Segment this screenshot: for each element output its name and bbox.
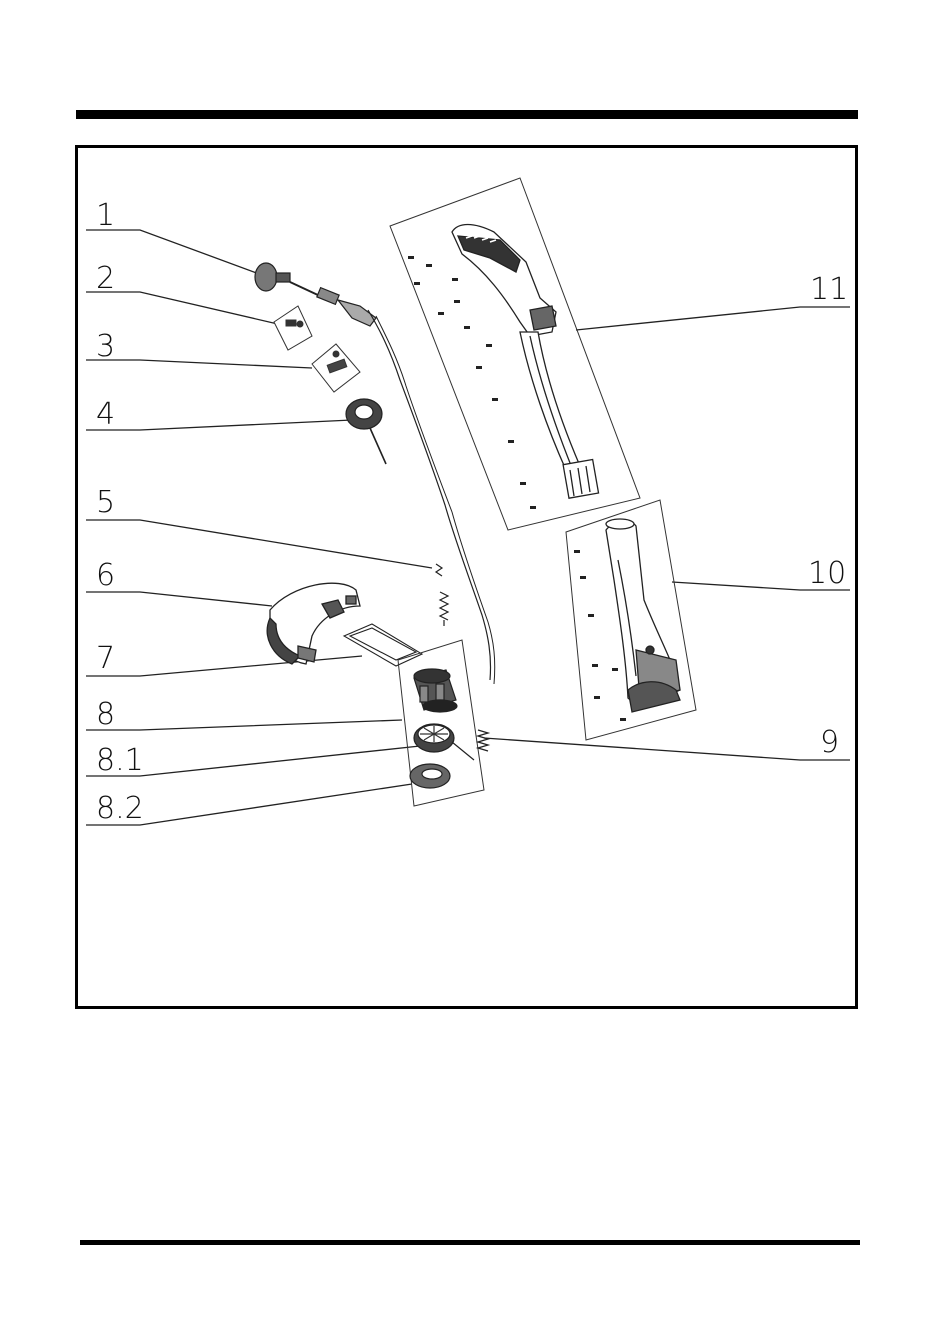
part-10-lower-housing: [606, 519, 680, 712]
callout-5-number: 5: [96, 485, 115, 520]
callout-11-number: 11: [810, 272, 848, 307]
leader-line-2: [86, 292, 282, 325]
callout-8-1-number: 8.1: [96, 743, 144, 778]
part-9-spring: [478, 730, 488, 751]
callout-8-number: 8: [96, 697, 115, 732]
part-2-bracket: [274, 306, 312, 350]
part-11-upper-handle: [452, 225, 599, 499]
leader-line-4: [86, 420, 352, 430]
part-4-spool-knob: [346, 399, 386, 464]
part-11-group-box: [390, 178, 640, 530]
part-8-2-spool-cover: [410, 764, 450, 788]
callout-7-number: 7: [96, 641, 115, 676]
leader-lines: [86, 230, 850, 825]
part-1-switch-plug: [255, 263, 376, 326]
leader-line-3: [86, 360, 312, 368]
callout-3-number: 3: [96, 329, 115, 364]
leader-line-9: [484, 738, 850, 760]
part-6-guard: [267, 583, 360, 664]
leader-line-5: [86, 520, 432, 568]
leader-line-7: [86, 656, 362, 676]
power-cable: [368, 310, 491, 680]
leader-line-8: [86, 720, 402, 730]
part-8-motor: [414, 669, 457, 712]
callout-9-number: 9: [820, 725, 839, 760]
callout-6-number: 6: [96, 558, 115, 593]
part-5-spring: [436, 564, 448, 626]
callout-4-number: 4: [96, 397, 115, 432]
leader-line-11: [576, 307, 850, 330]
callout-8-2-number: 8.2: [96, 791, 144, 826]
callout-10-number: 10: [808, 556, 846, 591]
part-7-line-cutter: [344, 624, 422, 666]
callout-1-number: 1: [96, 198, 115, 233]
leader-line-6: [86, 592, 272, 606]
part-8-1-fan: [414, 724, 474, 760]
part-3-cable-clamp: [312, 344, 360, 392]
callout-2-number: 2: [96, 261, 115, 296]
power-cable-b: [376, 316, 495, 684]
